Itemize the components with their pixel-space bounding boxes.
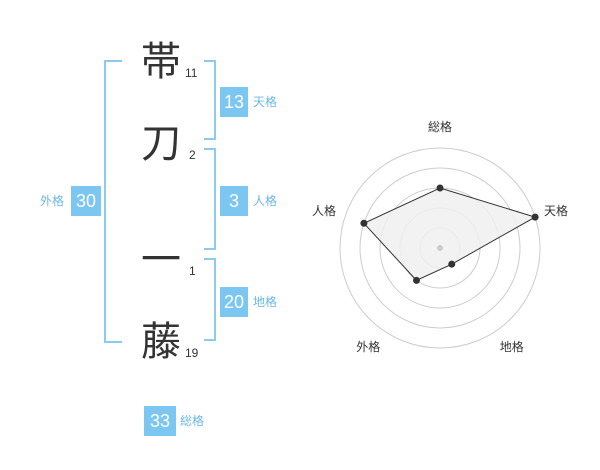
stroke-count-2: 2 bbox=[189, 148, 196, 162]
jinkaku-label: 人格 bbox=[253, 194, 278, 208]
radar-axis-label: 総格 bbox=[428, 119, 453, 134]
chikaku-badge: 20 bbox=[220, 287, 248, 317]
soukaku-label: 総格 bbox=[180, 414, 205, 428]
jinkaku-bracket bbox=[204, 148, 216, 250]
tenkaku-bracket bbox=[204, 60, 216, 140]
name-char-2: 刀 bbox=[141, 121, 181, 167]
gaikaku-label: 外格 bbox=[40, 194, 65, 208]
soukaku-badge: 33 bbox=[144, 406, 176, 436]
radar-point bbox=[360, 219, 368, 227]
gaikaku-bracket bbox=[104, 60, 122, 343]
name-char-4: 藤 bbox=[141, 319, 181, 365]
radar-grid-ring bbox=[339, 147, 541, 349]
name-char-3: 一 bbox=[141, 237, 181, 283]
name-char-1: 帯 bbox=[141, 39, 181, 85]
jinkaku-badge: 3 bbox=[220, 186, 248, 216]
stroke-count-1: 11 bbox=[185, 66, 198, 80]
tenkaku-badge: 13 bbox=[220, 87, 248, 117]
stroke-count-3: 1 bbox=[189, 264, 196, 278]
radar-area bbox=[363, 187, 537, 281]
tenkaku-label: 天格 bbox=[253, 95, 278, 109]
radar-grid-ring bbox=[359, 167, 521, 329]
radar-point bbox=[448, 260, 456, 268]
radar-point bbox=[412, 276, 420, 284]
stroke-count-4: 19 bbox=[185, 346, 199, 360]
chikaku-bracket bbox=[204, 258, 216, 341]
radar-axis-label: 地格 bbox=[499, 340, 524, 355]
radar-point bbox=[436, 184, 444, 192]
radar-axis-label: 外格 bbox=[356, 340, 381, 355]
radar-axis-label: 天格 bbox=[544, 203, 569, 218]
radar-point bbox=[531, 213, 539, 221]
chikaku-label: 地格 bbox=[253, 295, 278, 309]
radar-center bbox=[437, 245, 443, 251]
radar-axis-label: 人格 bbox=[311, 203, 336, 218]
gaikaku-badge: 30 bbox=[71, 186, 101, 216]
